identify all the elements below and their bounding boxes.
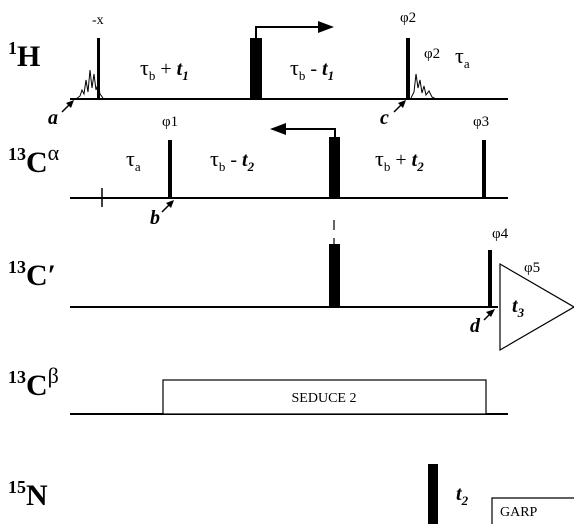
label-cp-symbol: C′ bbox=[26, 259, 56, 292]
marker-a: a bbox=[48, 107, 58, 129]
channel-15n: 15N t2 GARP bbox=[8, 464, 574, 524]
pulse-1h-minusx bbox=[97, 38, 100, 99]
seduce-label: SEDUCE 2 bbox=[292, 391, 357, 406]
phase-phi1: φ1 bbox=[162, 114, 178, 130]
marker-d: d bbox=[470, 315, 481, 337]
garp-label: GARP bbox=[500, 505, 538, 520]
label-13c-alpha: 13Cα bbox=[8, 140, 60, 179]
pulse-ca-180 bbox=[329, 137, 340, 198]
phase-phi4: φ4 bbox=[492, 226, 509, 242]
pulse-cprime-phi4 bbox=[488, 250, 492, 307]
marker-c: c bbox=[380, 107, 389, 129]
label-n-mass: 15 bbox=[8, 477, 26, 497]
marker-a-head bbox=[66, 100, 74, 108]
label-n-symbol: N bbox=[26, 479, 48, 512]
marker-b-head bbox=[166, 200, 174, 208]
delay-tb-minus-t1: τb - t1 bbox=[290, 55, 334, 83]
seduce-box bbox=[162, 379, 487, 415]
phase-phi2-shaped: φ2 bbox=[424, 46, 440, 62]
label-1h-mass: 1 bbox=[8, 38, 17, 58]
marker-b: b bbox=[150, 207, 160, 229]
phase-phi2-1h: φ2 bbox=[400, 10, 416, 26]
label-cb-mass: 13 bbox=[8, 367, 26, 387]
marker-d-head bbox=[486, 309, 495, 317]
label-15n: 15N bbox=[8, 477, 48, 512]
pulse-15n bbox=[428, 464, 438, 524]
arrow-ca bbox=[282, 128, 336, 137]
evolution-t2: t2 bbox=[456, 483, 469, 508]
pulse-ca-phi1 bbox=[168, 140, 172, 198]
label-13c-beta: 13Cβ bbox=[8, 363, 59, 402]
label-1h: 1H bbox=[8, 38, 40, 73]
label-1h-symbol: H bbox=[17, 40, 40, 73]
label-cb-symbol: C bbox=[26, 369, 48, 402]
pulse-ca-phi3 bbox=[482, 140, 486, 198]
selective-pulse-1h-c bbox=[410, 73, 437, 100]
pulse-1h-phi2 bbox=[406, 38, 410, 99]
channel-1h: 1H -x τb + t1 τb - t1 φ2 φ2 τa a c bbox=[8, 10, 508, 129]
label-ca-sup: α bbox=[48, 140, 60, 165]
marker-c-head bbox=[398, 100, 406, 108]
label-13c-prime: 13C′ bbox=[8, 257, 56, 292]
pulse-cprime-180 bbox=[329, 244, 340, 307]
label-ca-symbol: C bbox=[26, 146, 48, 179]
delay-tb-plus-t1: τb + t1 bbox=[140, 55, 189, 83]
channel-13c-alpha: 13Cα τa φ1 τb - t2 τb + t2 φ3 b bbox=[8, 114, 508, 229]
phase-phi5: φ5 bbox=[524, 260, 540, 276]
phase-phi3: φ3 bbox=[473, 114, 489, 130]
delay-tb-minus-t2: τb - t2 bbox=[210, 146, 255, 174]
acq-t3: t3 bbox=[512, 295, 525, 320]
arrowhead-ca bbox=[270, 123, 286, 135]
delay-ta-ca: τa bbox=[126, 146, 141, 174]
channel-13c-prime: 13C′ φ4 φ5 t3 d bbox=[8, 226, 574, 352]
phase-minus-x: -x bbox=[92, 13, 104, 28]
delay-ta-1h: τa bbox=[455, 43, 470, 71]
pulse-1h-180 bbox=[250, 38, 262, 99]
delay-tb-plus-t2: τb + t2 bbox=[375, 146, 424, 174]
arrowhead-1h bbox=[318, 21, 334, 33]
label-ca-mass: 13 bbox=[8, 144, 26, 164]
garp-box bbox=[491, 497, 574, 524]
channel-13c-beta: 13Cβ SEDUCE 2 bbox=[8, 363, 508, 415]
acquisition-triangle bbox=[499, 262, 574, 352]
arrow-1h bbox=[255, 26, 322, 38]
label-cp-mass: 13 bbox=[8, 257, 26, 277]
label-cb-sup: β bbox=[48, 363, 59, 388]
